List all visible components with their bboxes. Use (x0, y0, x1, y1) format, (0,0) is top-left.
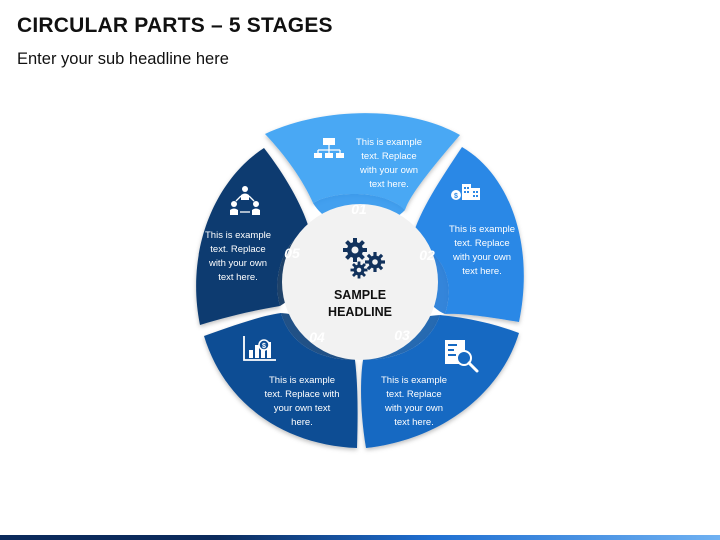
center-headline-line2: HEADLINE (328, 305, 392, 319)
stage-04-number: 04 (309, 329, 325, 345)
svg-text:text. Replace with: text. Replace with (265, 389, 340, 400)
gears-icon (343, 238, 385, 279)
svg-text:text. Replace: text. Replace (454, 238, 509, 249)
center-circle (282, 204, 438, 360)
svg-text:text. Replace: text. Replace (386, 389, 441, 400)
chart-money-icon: $ (243, 336, 276, 361)
svg-text:text. Replace: text. Replace (210, 244, 265, 255)
stage-04-text: This is example text. Replace with your … (265, 375, 340, 428)
svg-text:This is example: This is example (269, 375, 335, 386)
org-chart-icon (314, 138, 344, 158)
stage-05-segment[interactable] (196, 148, 309, 325)
center-headline-line1: SAMPLE (334, 288, 386, 302)
stage-03-text: This is example text. Replace with your … (381, 375, 447, 428)
svg-text:This is example: This is example (449, 224, 515, 235)
svg-text:text here.: text here. (218, 272, 258, 283)
stage-05-text: This is example text. Replace with your … (205, 230, 271, 283)
bottom-accent-bar (0, 535, 720, 540)
document-search-icon (445, 340, 479, 373)
svg-text:with your own: with your own (452, 252, 511, 263)
segments (196, 113, 524, 448)
svg-text:text. Replace: text. Replace (361, 151, 416, 162)
stage-02-text: This is example text. Replace with your … (449, 224, 515, 277)
svg-text:text here.: text here. (394, 417, 434, 428)
svg-text:This is example: This is example (356, 137, 422, 148)
svg-text:This is example: This is example (381, 375, 447, 386)
stage-01-segment[interactable] (265, 113, 460, 210)
stage-02-segment[interactable] (412, 147, 524, 322)
svg-text:with your own: with your own (384, 403, 443, 414)
svg-text:with your own: with your own (359, 165, 418, 176)
svg-text:$: $ (262, 343, 266, 350)
stage-01-number: 01 (351, 201, 367, 217)
svg-text:your own text: your own text (274, 403, 331, 414)
stage-03-segment[interactable] (361, 315, 519, 448)
svg-text:with your own: with your own (208, 258, 267, 269)
page-subtitle: Enter your sub headline here (17, 50, 229, 68)
svg-text:text here.: text here. (462, 266, 502, 277)
people-network-icon (230, 186, 260, 215)
page-title: CIRCULAR PARTS – 5 STAGES (17, 14, 333, 37)
svg-text:text here.: text here. (369, 179, 409, 190)
stage-05-number: 05 (284, 245, 300, 261)
money-building-icon: $ (451, 184, 480, 200)
stage-02-number: 02 (419, 247, 435, 263)
stage-04-segment[interactable] (204, 313, 358, 448)
stage-03-number: 03 (394, 327, 410, 343)
svg-text:here.: here. (291, 417, 313, 428)
svg-text:This is example: This is example (205, 230, 271, 241)
svg-text:$: $ (454, 193, 458, 200)
stage-01-text: This is example text. Replace with your … (356, 137, 422, 190)
